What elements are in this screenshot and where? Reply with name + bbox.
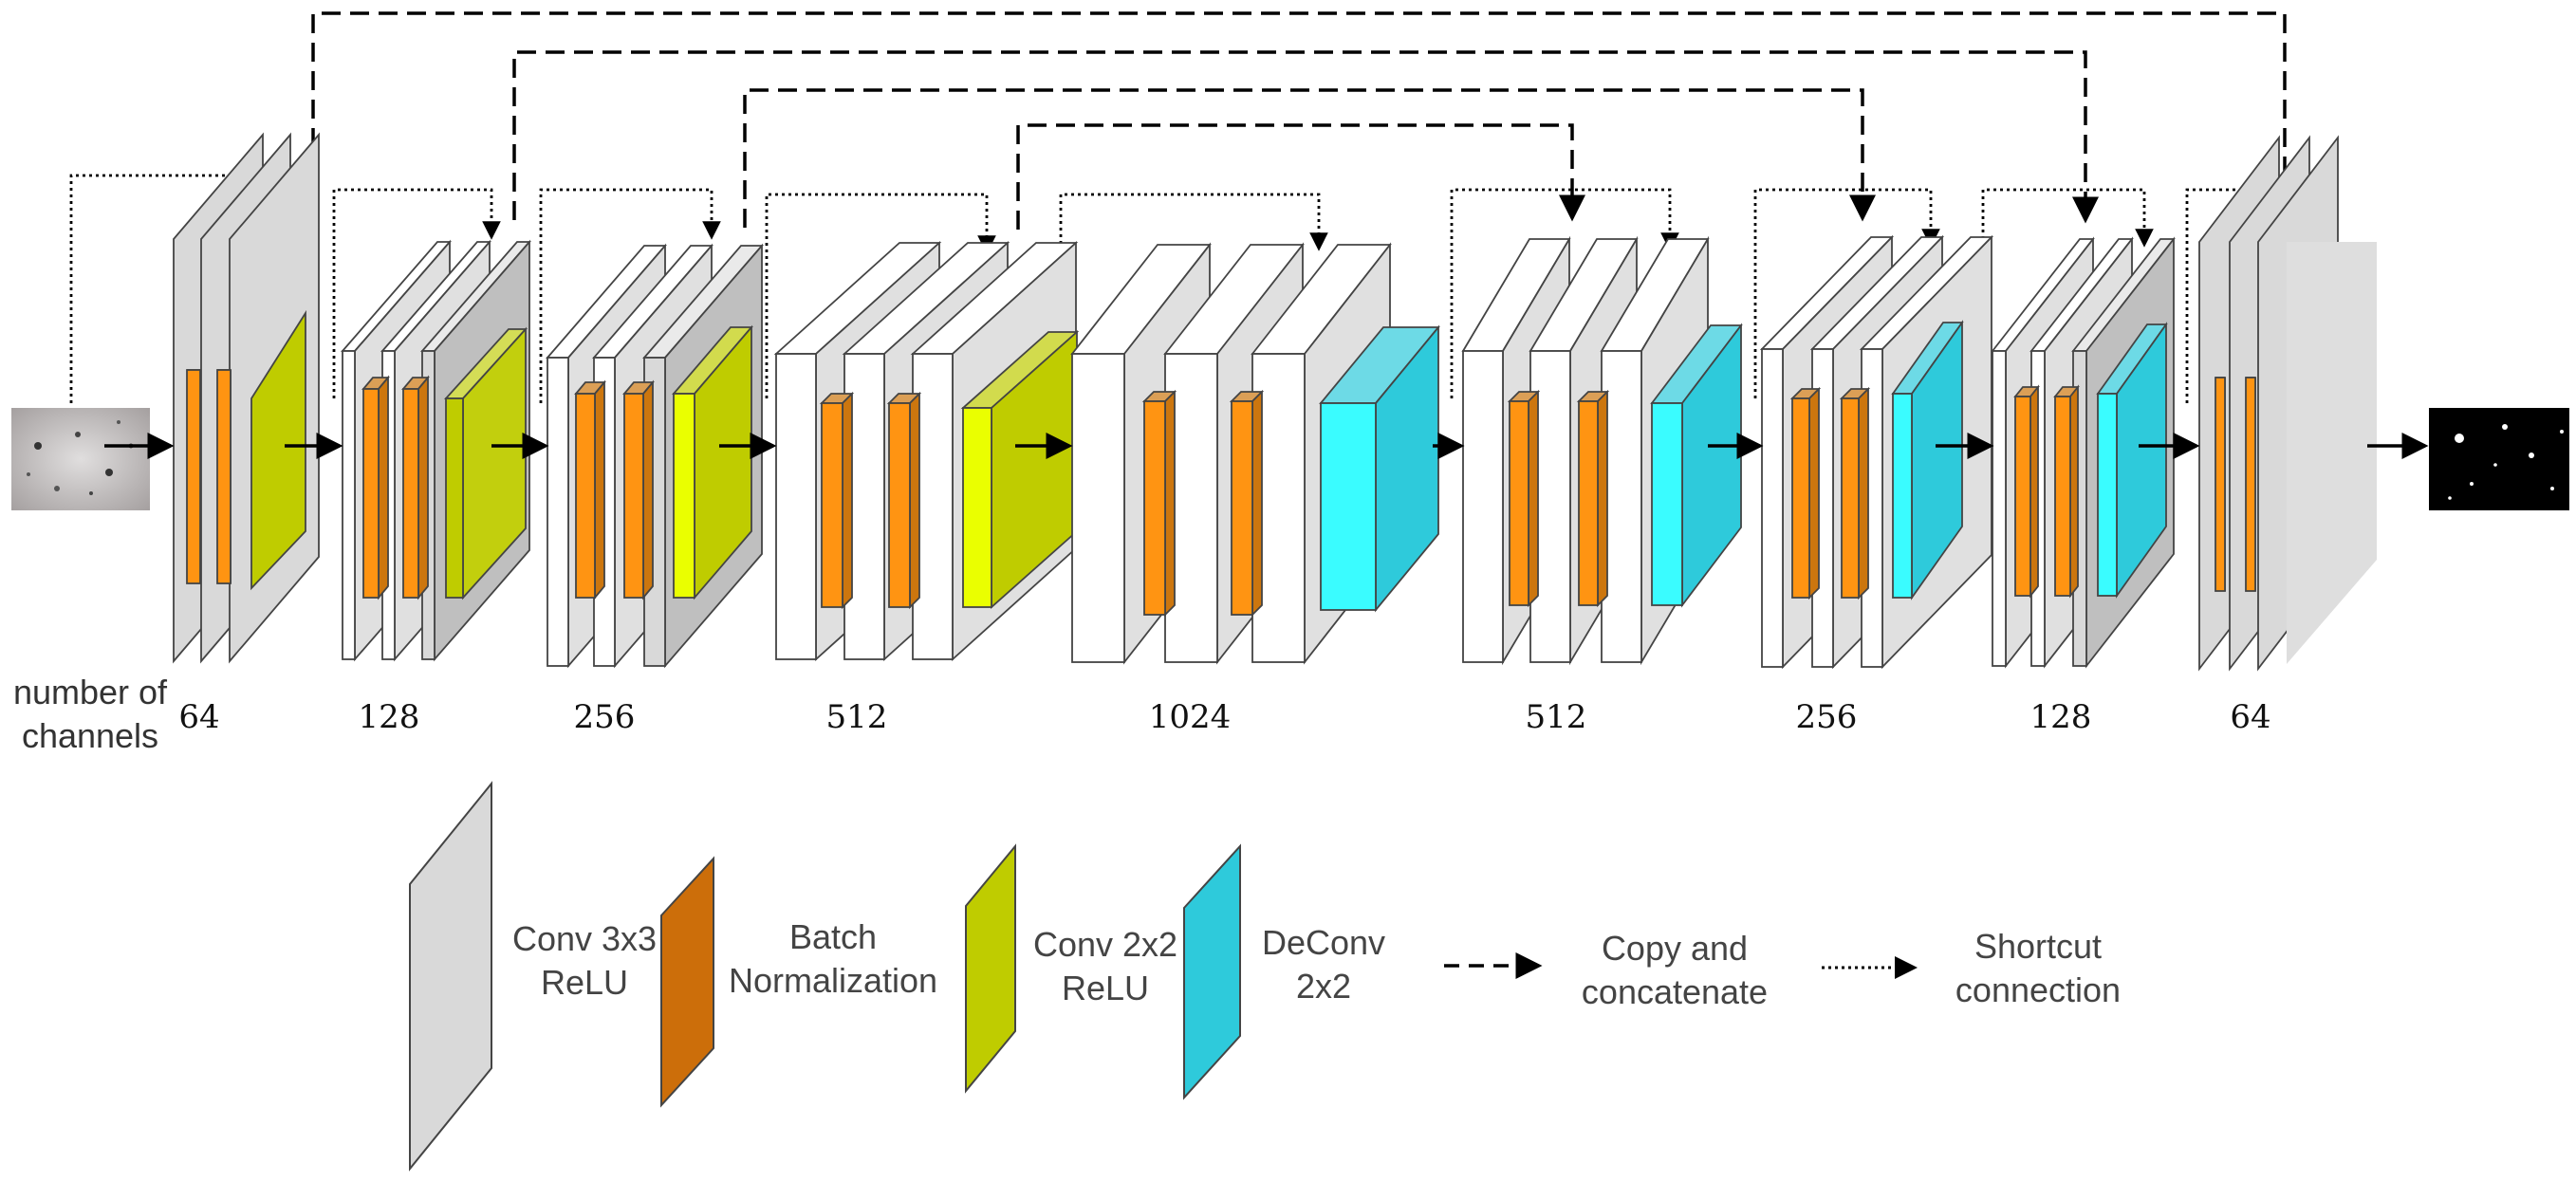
legend-shortcut-line1: Shortcut [1974,927,2102,966]
block-enc-128 [341,239,531,662]
batch-norm-layer [1576,389,1610,608]
copy-concat-connection [311,11,2298,232]
channel-label: 64 [178,698,219,736]
block-bottleneck-1024 [1070,242,1440,665]
channels-title-line2: channels [22,716,158,755]
block-dec-128 [1991,236,2176,669]
output-conv-layer [2287,242,2377,664]
legend-batch-norm-line2: Normalization [729,961,937,1000]
legend-conv2x2-line2: ReLU [1062,969,1149,1007]
legend-copy-line1: Copy and [1602,929,1748,968]
deconv-layer [1891,320,1964,600]
block-dec-512 [1461,235,1743,666]
legend-shortcut-line2: connection [1955,970,2121,1009]
block-dec-256 [1759,234,1994,670]
conv2x2-layer [960,329,1080,610]
copy-concat-connection [743,88,1876,228]
channel-label: 64 [2230,698,2270,736]
shortcut-connection [69,174,283,403]
copy-concat-connection [512,50,2099,224]
copy-concat-connection [1016,123,1585,230]
batch-norm-layer [361,375,390,600]
channel-label: 128 [359,698,420,736]
batch-norm-layer [574,379,606,600]
batch-norm-layer [2013,384,2040,599]
legend-conv3x3-swatch [409,781,492,1172]
deconv-layer [1650,323,1743,608]
deconv-layer [1319,324,1440,613]
channel-label: 512 [826,698,888,736]
block-enc-256 [546,243,764,669]
channel-labels: number of channels 64 128 256 512 1024 5… [13,673,2271,755]
block-enc-512 [773,240,1080,662]
legend-deconv-line2: 2x2 [1296,967,1351,1006]
batch-norm-layer [2215,377,2226,592]
channel-label: 256 [574,698,636,736]
channels-title-line1: number of [13,673,168,711]
batch-norm-layer [819,391,855,610]
input-image [11,408,150,510]
channel-label: 256 [1796,698,1858,736]
channel-label: 512 [1526,698,1587,736]
batch-norm-layer [1839,386,1871,600]
deconv-layer [2096,322,2168,599]
batch-norm-layer [1141,389,1177,618]
network-blocks [173,132,2377,672]
legend-conv3x3-line2: ReLU [541,963,628,1002]
legend-deconv-line1: DeConv [1262,923,1385,962]
batch-norm-layer [401,375,430,600]
batch-norm-layer [1789,386,1822,600]
batch-norm-layer [1507,389,1541,608]
batch-norm-layer [2245,377,2256,592]
batch-norm-layer [186,369,201,584]
batch-norm-layer [886,391,922,610]
block-enc-64 [173,132,320,664]
batch-norm-layer [2053,384,2080,599]
batch-norm-layer [1229,389,1265,618]
legend-deconv-swatch [1183,843,1241,1100]
legend-conv2x2-line1: Conv 2x2 [1033,925,1177,964]
legend-batch-norm-line1: Batch [789,917,877,956]
shortcut-connection [332,188,501,398]
block-dec-64 [2198,135,2377,672]
shortcut-connection [765,193,996,398]
legend-batch-norm-swatch [660,856,714,1108]
legend-conv2x2-swatch [965,843,1016,1094]
legend-conv3x3-line1: Conv 3x3 [512,919,657,958]
shortcut-connection [1753,188,1940,398]
batch-norm-layer [216,369,232,584]
conv2x2-layer [250,309,306,591]
legend: Conv 3x3 ReLU Batch Normalization Conv 2… [409,781,2121,1172]
conv2x2-layer [672,324,753,600]
output-image [2429,408,2569,510]
legend-copy-line2: concatenate [1582,972,1768,1011]
shortcut-connection [539,188,721,403]
channel-label: 1024 [1149,698,1232,736]
batch-norm-layer [622,379,655,600]
channel-label: 128 [2030,698,2092,736]
conv2x2-layer [443,326,528,600]
